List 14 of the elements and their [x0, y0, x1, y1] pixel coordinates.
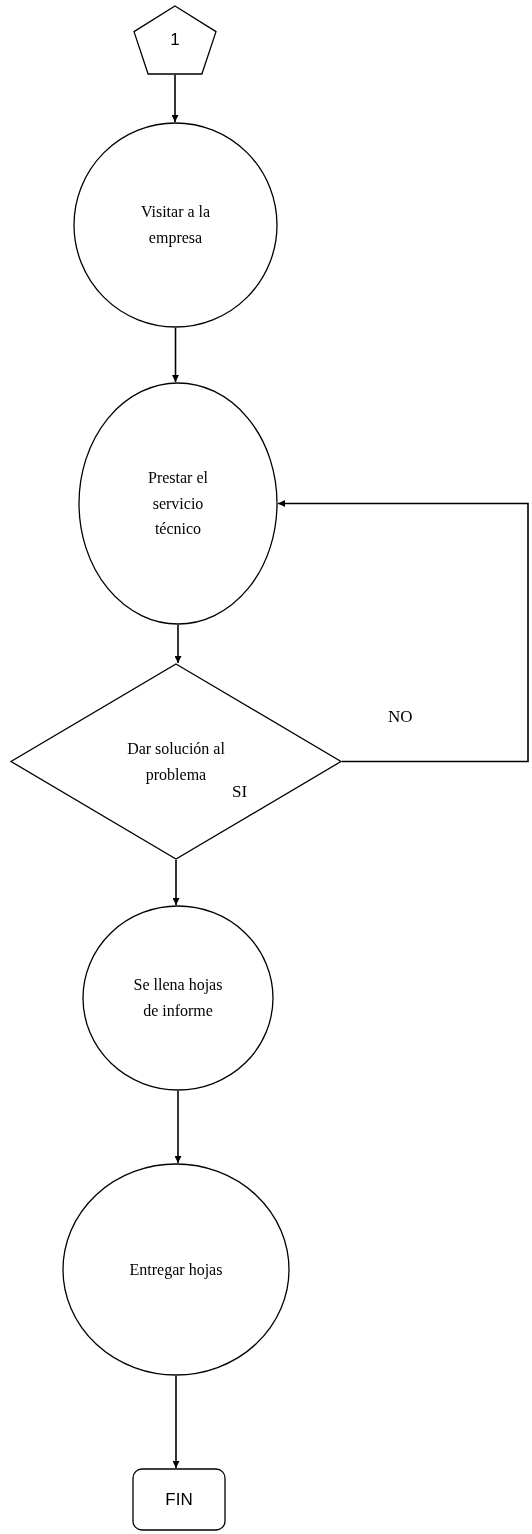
arrow — [277, 500, 529, 763]
arrow — [172, 859, 180, 906]
arrow — [172, 1375, 180, 1469]
arrow — [171, 74, 179, 123]
arrow — [172, 327, 179, 383]
node-label: Dar solución al problema — [126, 738, 226, 786]
arrow — [174, 624, 182, 664]
node-label: Entregar hojas — [129, 1259, 223, 1281]
node-label: FIN — [165, 1488, 193, 1511]
arrow — [174, 1090, 182, 1164]
node-label: 1 — [170, 29, 180, 52]
node-label: Se llena hojas de informe — [133, 975, 223, 1021]
node-label: Visitar a la empresa — [139, 202, 212, 249]
node-label: Prestar el servicio técnico — [147, 468, 209, 540]
